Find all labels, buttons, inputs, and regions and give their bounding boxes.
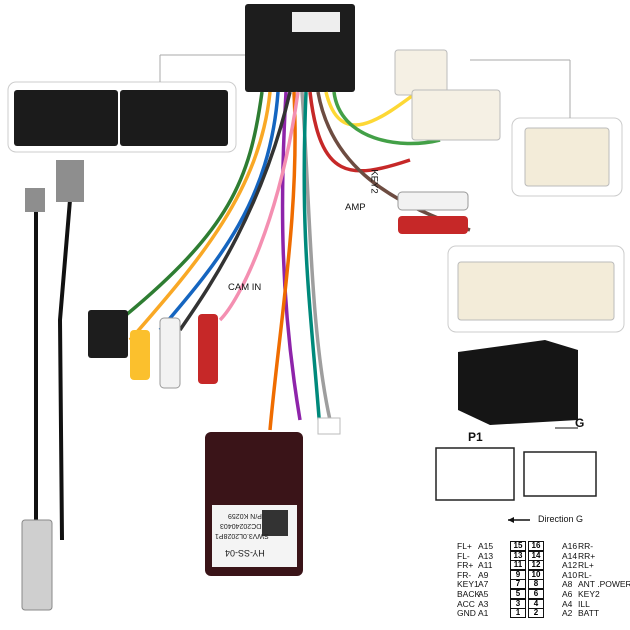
pin-number: 3 [510,598,526,609]
pin-code: A14 [562,550,578,561]
din-antenna-plug [21,519,53,611]
p1-connector-drawing [435,447,515,501]
pin-name: FR+ [457,560,474,571]
pin-code: A11 [478,560,493,571]
pin-number: 9 [510,569,526,580]
pin-number: 16 [528,541,544,551]
module-sw: SWV3.0L2028P1 [215,532,269,539]
pin-name: RL- [578,569,592,580]
pin-code: A3 [478,598,489,609]
pin-number: 5 [510,589,526,599]
main-connector-right [120,90,228,146]
pin-code: A5 [478,589,489,599]
rca-white-right [397,191,469,211]
pin-number: 1 [510,608,526,619]
pin-name: ILL [578,598,590,609]
antenna-plug-left [25,188,45,212]
wire-tag-cam-in: CAM IN [228,282,262,293]
wire-tag-amp: AMP [345,202,366,213]
pin-code: A12 [562,560,578,571]
g-connector-drawing [523,451,597,497]
small-black-connector [88,310,128,358]
module-dc: DC20240403 [220,522,262,529]
pin-number: 12 [528,560,544,571]
iso-16pin-connector [458,340,578,425]
rca-yellow [130,330,150,380]
pin-number: 6 [528,589,544,599]
pin-name: BACK [457,589,481,599]
pin-number: 14 [528,550,544,561]
pin-name: BATT [578,608,600,619]
pin-name: FL+ [457,541,472,551]
pin-code: A1 [478,608,489,619]
pin-name: RL+ [578,560,594,571]
pin-number: 2 [528,608,544,619]
pin-number: 4 [528,598,544,609]
pin-name: FR- [457,569,472,580]
pin-name: KEY1 [457,579,479,590]
pin-name: KEY2 [578,589,600,599]
pin-code: A9 [478,569,489,580]
module-pn: P/N K0259 [228,512,262,519]
white-plug-2 [411,89,501,141]
pin-code: A16 [562,541,578,551]
pin-number: 11 [510,560,526,571]
module-model: HY-SS-04 [225,548,265,558]
pin-name: ANT .POWER [578,579,630,590]
pin-code: A10 [562,569,578,580]
g-label: G [575,416,585,430]
pin-code: A4 [562,598,573,609]
p1-label: P1 [468,430,483,444]
wire-bundle [118,88,471,431]
pin-code: A15 [478,541,494,551]
pin-number: 10 [528,569,544,580]
direction-label: Direction G [538,514,584,524]
pin-number: 7 [510,579,526,590]
rca-white-left [159,317,181,389]
wire-tag-key2: KEY2 [368,169,380,194]
pin-name: RR- [578,541,594,551]
pin-name: GND [457,608,476,619]
pin-number: 13 [510,550,526,561]
antenna-plug-right [56,160,84,202]
rca-red-left [198,314,218,384]
pin-code: A2 [562,608,573,619]
pin-code: A7 [478,579,489,590]
pin-code: A13 [478,550,494,561]
main-connector-left [14,90,118,146]
pin-code: A8 [562,579,573,590]
pin-name: FL- [457,550,470,561]
pin-number: 15 [510,541,526,551]
pin-number: 8 [528,579,544,590]
pin-name: RR+ [578,550,596,561]
pin-code: A6 [562,589,573,599]
rca-red-right [398,216,468,234]
white-plug-1 [394,49,448,96]
pin-name: ACC [457,598,475,609]
